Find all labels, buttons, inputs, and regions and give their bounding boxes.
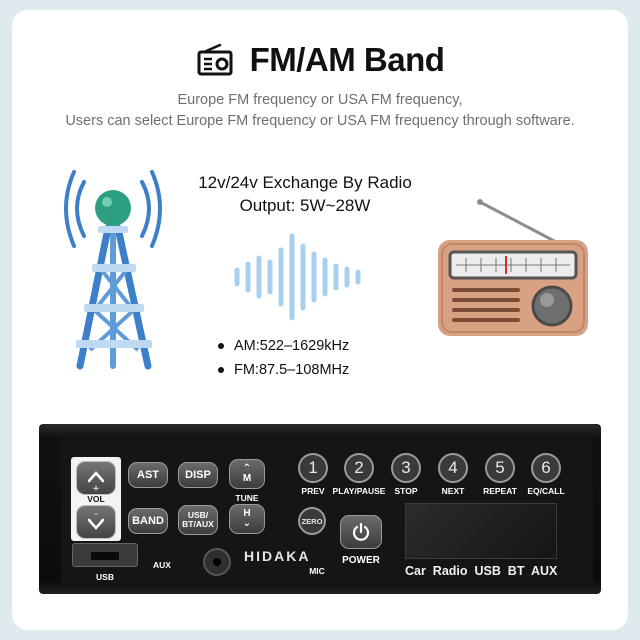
spec-line-2: Output: 5W~28W bbox=[239, 196, 371, 215]
chevron-down-icon: ⌄ bbox=[242, 518, 252, 529]
disp-button[interactable]: DISP bbox=[178, 462, 218, 488]
usb-label: USB bbox=[96, 572, 114, 582]
volume-up-button[interactable]: + bbox=[76, 461, 116, 495]
ast-button[interactable]: AST bbox=[128, 462, 168, 488]
am-band-text: AM:522–1629kHz bbox=[234, 338, 350, 354]
subtitle-line-1: Europe FM frequency or USA FM frequency, bbox=[177, 92, 463, 108]
usb-bt-aux-button[interactable]: USB/ BT/AUX bbox=[178, 505, 218, 535]
spec-line-1: 12v/24v Exchange By Radio bbox=[198, 173, 412, 192]
power-label: POWER bbox=[342, 555, 380, 566]
band-button[interactable]: BAND bbox=[128, 508, 168, 534]
chevron-up-icon: ⌃ bbox=[242, 463, 252, 474]
preset-6-label: EQ/CALL bbox=[527, 486, 565, 496]
preset-5-button[interactable]: 5 bbox=[485, 453, 515, 483]
zero-button[interactable]: ZERO bbox=[298, 507, 326, 535]
usb-port[interactable] bbox=[72, 543, 138, 567]
power-button[interactable] bbox=[340, 515, 382, 549]
preset-4-label: NEXT bbox=[441, 486, 465, 496]
page-title: FM/AM Band bbox=[249, 41, 445, 78]
preset-3-button[interactable]: 3 bbox=[391, 453, 421, 483]
radio-tower-illustration bbox=[64, 170, 162, 370]
preset-1-label: PREV bbox=[301, 486, 325, 496]
preset-4-button[interactable]: 4 bbox=[438, 453, 468, 483]
svg-text:+: + bbox=[92, 484, 100, 494]
m-label: M bbox=[242, 473, 252, 484]
h-label: H bbox=[243, 508, 251, 519]
mic-label: MIC bbox=[309, 566, 325, 576]
volume-down-button[interactable]: - bbox=[76, 505, 116, 539]
lcd-display bbox=[405, 503, 557, 559]
usb-bt-aux-label-1: USB/ bbox=[187, 510, 209, 520]
aux-jack[interactable] bbox=[203, 548, 231, 576]
chevron-down-icon: - bbox=[87, 509, 105, 530]
svg-text:-: - bbox=[94, 509, 98, 520]
tune-h-button[interactable]: H ⌄ bbox=[229, 504, 265, 534]
radio-icon bbox=[197, 43, 233, 76]
fm-band: FM:87.5–108MHz bbox=[218, 362, 349, 378]
header: FM/AM Band bbox=[0, 38, 640, 82]
feature-text: Car Radio USB BT AUX bbox=[405, 564, 558, 578]
usb-slot bbox=[91, 552, 119, 560]
tune-m-button[interactable]: ⌃ M bbox=[229, 459, 265, 489]
sound-wave-icon bbox=[234, 233, 361, 321]
preset-1-button[interactable]: 1 bbox=[298, 453, 328, 483]
vintage-radio-illustration bbox=[438, 199, 588, 336]
am-band: AM:522–1629kHz bbox=[218, 338, 349, 354]
subtitle-line-2: Users can select Europe FM frequency or … bbox=[65, 113, 575, 129]
chevron-up-icon: + bbox=[87, 471, 105, 494]
preset-2-button[interactable]: 2 bbox=[344, 453, 374, 483]
aux-label: AUX bbox=[153, 560, 171, 570]
fm-band-text: FM:87.5–108MHz bbox=[234, 362, 350, 378]
bullet-icon bbox=[218, 367, 224, 373]
vol-label: VOL bbox=[87, 494, 105, 504]
preset-6-button[interactable]: 6 bbox=[531, 453, 561, 483]
preset-3-label: STOP bbox=[394, 486, 418, 496]
brand-logo: HIDAKA bbox=[244, 548, 311, 564]
preset-5-label: REPEAT bbox=[483, 486, 517, 496]
bullet-icon bbox=[218, 343, 224, 349]
preset-2-label: PLAY/PAUSE bbox=[332, 486, 386, 496]
tune-label: TUNE bbox=[235, 493, 259, 503]
power-icon bbox=[352, 522, 370, 541]
usb-bt-aux-label-2: BT/AUX bbox=[182, 519, 214, 529]
